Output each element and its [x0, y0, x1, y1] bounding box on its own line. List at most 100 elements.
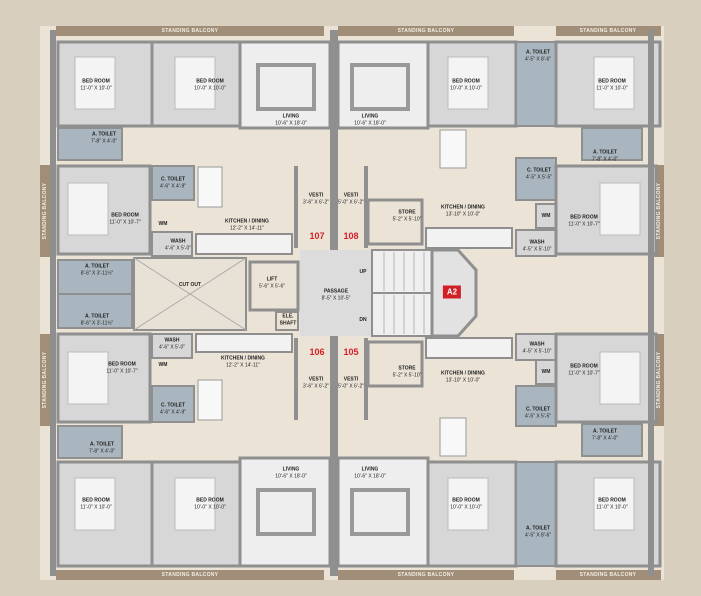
stair-treads — [383, 252, 425, 334]
balcony-top-right-2 — [556, 26, 661, 36]
balcony-label-right-top: STANDING BALCONY — [656, 182, 662, 240]
atoilet-105-b — [581, 423, 643, 457]
store-108 — [366, 198, 424, 246]
unit-number-105: 105 — [343, 347, 359, 357]
atoilet-108-b — [581, 127, 643, 161]
balcony-bottom-right-2 — [556, 570, 661, 580]
balcony-bottom-left — [56, 570, 324, 580]
label-ele-shaft: ELE.SHAFT — [279, 313, 297, 327]
atoilet-107 — [57, 127, 123, 161]
balcony-label-right-bottom: STANDING BALCONY — [656, 351, 662, 409]
atoilet-106 — [57, 425, 123, 459]
atoilet-105-a — [515, 461, 557, 567]
balcony-label-top-right-2: STANDING BALCONY — [579, 28, 637, 34]
sofa-105 — [350, 488, 410, 536]
dining-table-106 — [197, 379, 223, 421]
atoilet-108-a — [515, 41, 557, 127]
bed-107-b — [174, 56, 216, 110]
bed-107-c — [67, 182, 109, 236]
bed-106-a — [74, 477, 116, 531]
vesti-wall-106 — [294, 338, 298, 420]
stair-down-label: DN — [359, 317, 367, 323]
sofa-107 — [256, 63, 316, 111]
ele-shaft — [275, 311, 299, 331]
atoilet-left-mid-b — [57, 293, 133, 329]
unit-number-106: 106 — [309, 347, 325, 357]
label-wm-108: WM — [541, 212, 551, 219]
kitchen-counter-107 — [195, 233, 293, 255]
cutout-cross-2 — [133, 257, 247, 331]
bed-106-b — [174, 477, 216, 531]
sofa-108 — [350, 63, 410, 111]
block-badge-a2: A2 — [442, 285, 462, 299]
balcony-top-left — [56, 26, 324, 36]
lift — [248, 260, 300, 312]
kitchen-counter-105 — [425, 337, 513, 359]
stair-up-label: UP — [359, 269, 367, 275]
balcony-right-bottom — [654, 334, 664, 426]
label-cutout: CUT OUT — [178, 281, 202, 288]
outer-wall-right — [648, 30, 654, 576]
store-105 — [366, 340, 424, 388]
passage — [300, 250, 372, 336]
wash-107 — [151, 231, 193, 257]
balcony-top-right — [338, 26, 514, 36]
balcony-label-bottom-left: STANDING BALCONY — [161, 572, 219, 578]
bed-107-a — [74, 56, 116, 110]
bed-108-a — [447, 56, 489, 110]
balcony-bottom-right — [338, 570, 514, 580]
ctoilet-107 — [151, 165, 195, 201]
ctoilet-108 — [515, 157, 557, 201]
balcony-right-top — [654, 165, 664, 257]
dining-table-105 — [439, 417, 467, 457]
bed-105-b — [593, 477, 635, 531]
balcony-label-bottom-right-2: STANDING BALCONY — [579, 572, 637, 578]
dining-table-108 — [439, 129, 467, 169]
balcony-label-top-left: STANDING BALCONY — [161, 28, 219, 34]
balcony-label-top-right: STANDING BALCONY — [397, 28, 455, 34]
bed-108-b — [593, 56, 635, 110]
atoilet-left-mid-a — [57, 259, 133, 295]
bed-105-c — [599, 351, 641, 405]
center-wall-top — [330, 30, 338, 250]
dining-table-107 — [197, 166, 223, 208]
vesti-wall-108 — [364, 166, 368, 248]
balcony-left-top — [40, 165, 50, 257]
balcony-label-bottom-right: STANDING BALCONY — [397, 572, 455, 578]
center-wall-bottom — [330, 336, 338, 576]
ctoilet-106 — [151, 385, 195, 423]
